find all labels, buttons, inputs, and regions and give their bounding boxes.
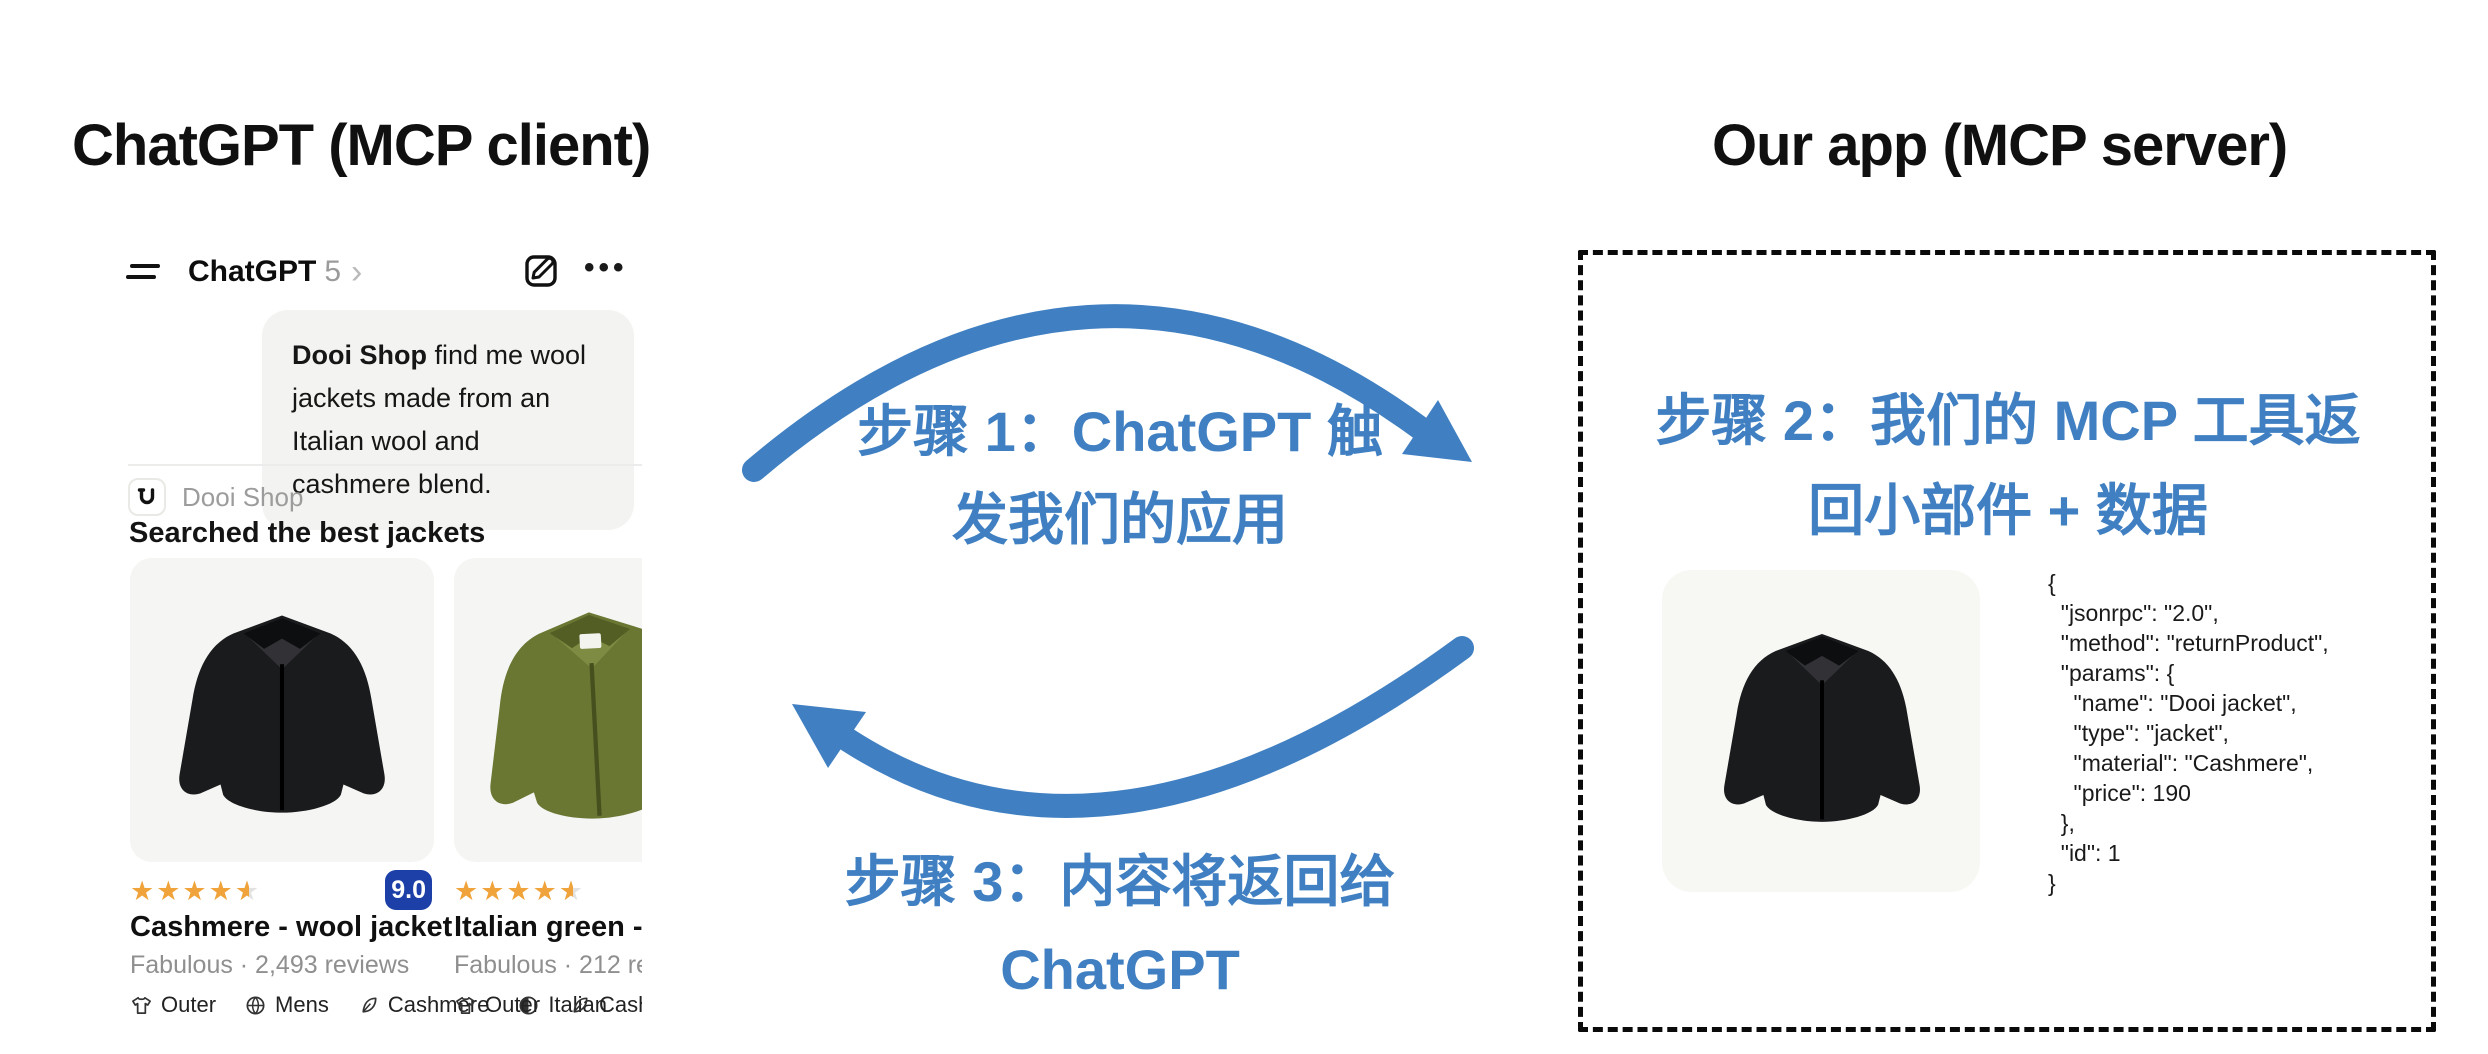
tshirt-icon bbox=[456, 996, 475, 1014]
product-image-black-jacket bbox=[130, 558, 434, 862]
rating-stars: ★★★★★★ bbox=[130, 876, 262, 906]
product-card-1[interactable]: ★★★★★★ 9.0 Cashmere - wool jacket Fabulo… bbox=[130, 558, 607, 1018]
product-title: Cashmere - wool jacket bbox=[130, 911, 453, 943]
arrow-step3 bbox=[792, 636, 1474, 818]
right-panel-title: Our app (MCP server) bbox=[1712, 113, 2288, 178]
product-tags: Outer Mens Cashmere Italian bbox=[130, 992, 607, 1018]
chat-model-label[interactable]: 5 bbox=[324, 255, 342, 288]
globe-icon bbox=[246, 995, 265, 1015]
mcp-server-box bbox=[1578, 250, 2436, 1032]
tag-mens: Mens bbox=[244, 992, 329, 1018]
rating-stars: ★★★★★★ bbox=[454, 876, 586, 906]
chat-app-name: ChatGPT bbox=[188, 255, 317, 288]
product-carousel[interactable]: ★★★★★★ 9.0 Cashmere - wool jacket Fabulo… bbox=[128, 558, 642, 1018]
feather-icon bbox=[573, 996, 588, 1013]
chat-divider bbox=[128, 464, 642, 466]
step2-label: 步骤 2：我们的 MCP 工具返 回小部件 + 数据 bbox=[1655, 389, 2361, 542]
chevron-right-icon[interactable]: › bbox=[351, 253, 363, 291]
score-badge: 9.0 bbox=[385, 870, 432, 910]
user-message-app-mention: Dooi Shop bbox=[292, 340, 427, 370]
compose-icon[interactable] bbox=[520, 248, 564, 292]
step3-label: 步骤 3：内容将返回给 ChatGPT bbox=[844, 850, 1396, 1001]
tshirt-icon bbox=[132, 996, 151, 1014]
tag-cashmere: Cashmere bbox=[568, 992, 642, 1018]
sidebar-menu-icon[interactable] bbox=[126, 259, 162, 285]
user-message-text: find me wool jackets made from an Italia… bbox=[292, 340, 587, 499]
tag-outer: Outer bbox=[454, 992, 540, 1018]
jsonrpc-payload: { "jsonrpc": "2.0", "method": "returnPro… bbox=[2048, 570, 2329, 896]
widget-jacket-tile bbox=[1662, 570, 1980, 892]
tag-italian: Italian bbox=[517, 992, 607, 1018]
dooi-shop-logo-icon bbox=[128, 478, 166, 516]
product-tags: Outer Cashmere Italian bbox=[454, 992, 642, 1018]
feather-icon bbox=[362, 996, 377, 1013]
left-panel-title: ChatGPT (MCP client) bbox=[72, 113, 651, 178]
chat-header: ChatGPT 5 › bbox=[126, 250, 646, 294]
product-title: Italian green - cashm bbox=[454, 911, 642, 943]
tool-attribution-row: Dooi Shop bbox=[128, 478, 303, 516]
more-options-icon[interactable]: ••• bbox=[584, 251, 628, 284]
half-circle-icon bbox=[519, 995, 538, 1015]
product-image-green-jacket bbox=[454, 558, 642, 862]
product-card-2[interactable]: ★★★★★★ Italian green - cashm Fabulous · … bbox=[454, 558, 642, 1018]
step1-label: 步骤 1：ChatGPT 触 发我们的应用 bbox=[857, 400, 1383, 551]
tag-outer: Outer bbox=[130, 992, 216, 1018]
product-reviews: Fabulous · 212 reviews bbox=[454, 951, 642, 979]
tool-app-name: Dooi Shop bbox=[182, 481, 304, 512]
user-message-bubble: Dooi Shop find me wool jackets made from… bbox=[262, 310, 634, 530]
tool-status-text: Searched the best jackets bbox=[129, 517, 486, 549]
product-reviews: Fabulous · 2,493 reviews bbox=[130, 951, 410, 979]
